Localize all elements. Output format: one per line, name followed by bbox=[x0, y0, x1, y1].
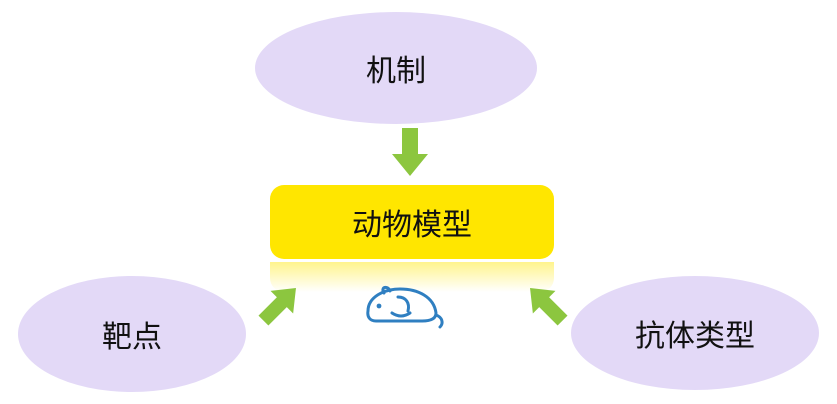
node-animal-model: 动物模型 bbox=[270, 185, 554, 259]
center-box-reflection bbox=[270, 262, 554, 292]
mouse-icon bbox=[366, 285, 444, 329]
arrow-down-icon bbox=[392, 128, 428, 176]
node-antibody-type-label: 抗体类型 bbox=[635, 319, 755, 354]
arrow-up-left-icon bbox=[530, 288, 568, 326]
node-target: 靶点 bbox=[18, 276, 246, 392]
arrow-up-right-icon bbox=[258, 288, 296, 326]
node-mechanism-label: 机制 bbox=[366, 54, 426, 89]
node-target-label: 靶点 bbox=[102, 320, 162, 355]
node-mechanism: 机制 bbox=[255, 12, 537, 124]
node-animal-model-label: 动物模型 bbox=[352, 208, 472, 243]
node-antibody-type: 抗体类型 bbox=[571, 276, 819, 390]
